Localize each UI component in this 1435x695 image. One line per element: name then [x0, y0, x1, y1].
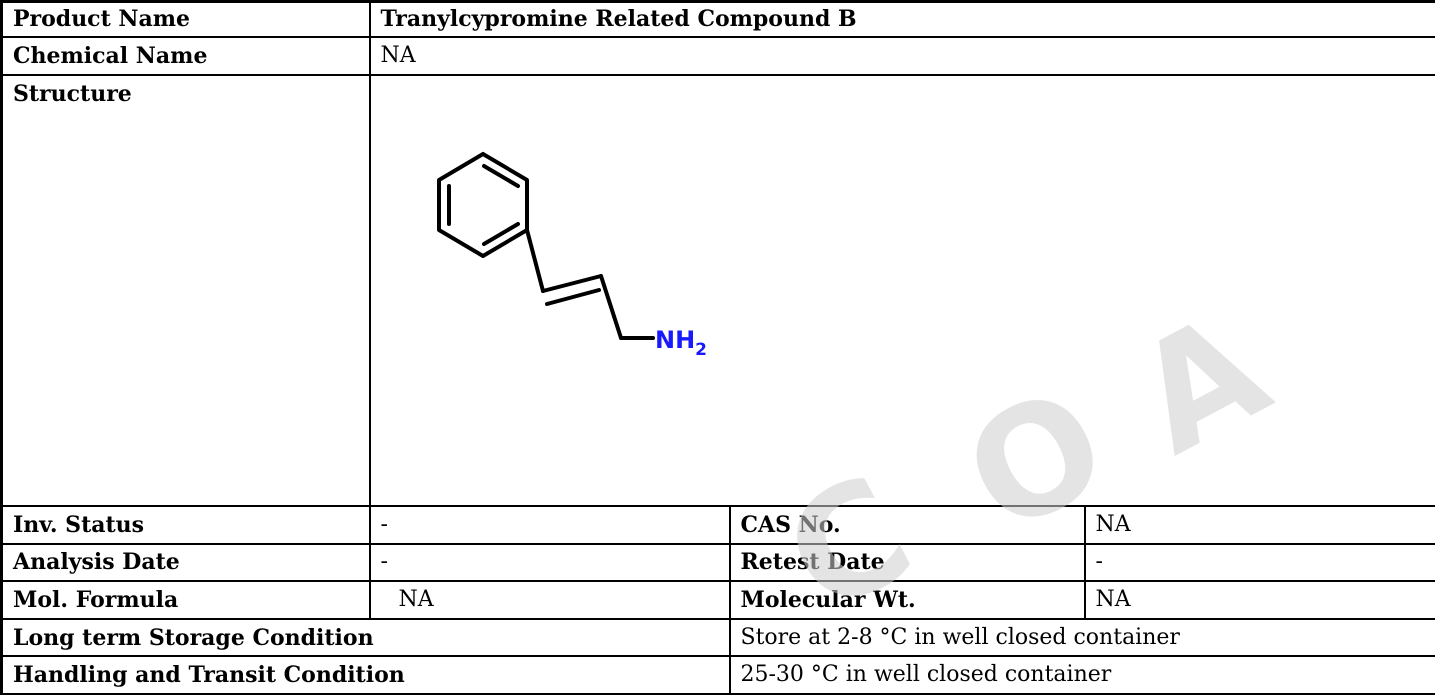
ring-double-bond-2 — [481, 221, 520, 246]
amine-subscript: 2 — [695, 340, 707, 360]
inv-status-value: - — [368, 504, 731, 545]
structure-label: Structure — [0, 73, 371, 507]
storage-value: Store at 2-8 °C in well closed container — [728, 617, 1435, 658]
product-name-label: Product Name — [0, 0, 371, 38]
handling-value: 25-30 °C in well closed container — [728, 655, 1435, 695]
row-chemical-name: Chemical Name NA — [0, 35, 1435, 76]
row-analysis-date: Analysis Date - Retest Date - — [0, 542, 1435, 583]
chain-double-bond-a — [540, 273, 603, 293]
structure-cell: NH2 — [368, 73, 1435, 507]
amine-group-label: NH2 — [655, 326, 707, 360]
row-handling: Handling and Transit Condition 25-30 °C … — [0, 655, 1435, 695]
cas-no-label: CAS No. — [728, 504, 1086, 545]
mol-formula-label: Mol. Formula — [0, 580, 371, 620]
molecular-wt-label: Molecular Wt. — [728, 580, 1086, 620]
inv-status-label: Inv. Status — [0, 504, 371, 545]
storage-label: Long term Storage Condition — [0, 617, 731, 658]
benzene-ring — [436, 151, 529, 258]
ring-double-bond-1 — [481, 163, 520, 188]
row-inv-status: Inv. Status - CAS No. NA — [0, 504, 1435, 545]
mol-formula-value: NA — [368, 580, 731, 620]
row-product-name: Product Name Tranylcypromine Related Com… — [0, 0, 1435, 38]
retest-date-value: - — [1083, 542, 1435, 583]
cas-no-value: NA — [1083, 504, 1435, 545]
row-storage: Long term Storage Condition Store at 2-8… — [0, 617, 1435, 658]
analysis-date-label: Analysis Date — [0, 542, 371, 583]
amine-main: NH — [655, 326, 695, 354]
retest-date-label: Retest Date — [728, 542, 1086, 583]
chemical-name-label: Chemical Name — [0, 35, 371, 76]
chemical-structure-drawing: NH2 — [436, 151, 707, 360]
structure-bonds — [436, 151, 655, 340]
chain-double-bond-b — [544, 287, 601, 306]
chain-bond-1 — [524, 227, 545, 293]
analysis-date-value: - — [368, 542, 731, 583]
molecular-wt-value: NA — [1083, 580, 1435, 620]
chain-bond-3 — [598, 273, 623, 340]
row-structure: Structure NH2 — [0, 73, 1435, 507]
handling-label: Handling and Transit Condition — [0, 655, 731, 695]
product-name-value: Tranylcypromine Related Compound B — [368, 0, 1435, 38]
chemical-name-value: NA — [368, 35, 1435, 76]
row-mol-formula: Mol. Formula NA Molecular Wt. NA — [0, 580, 1435, 620]
